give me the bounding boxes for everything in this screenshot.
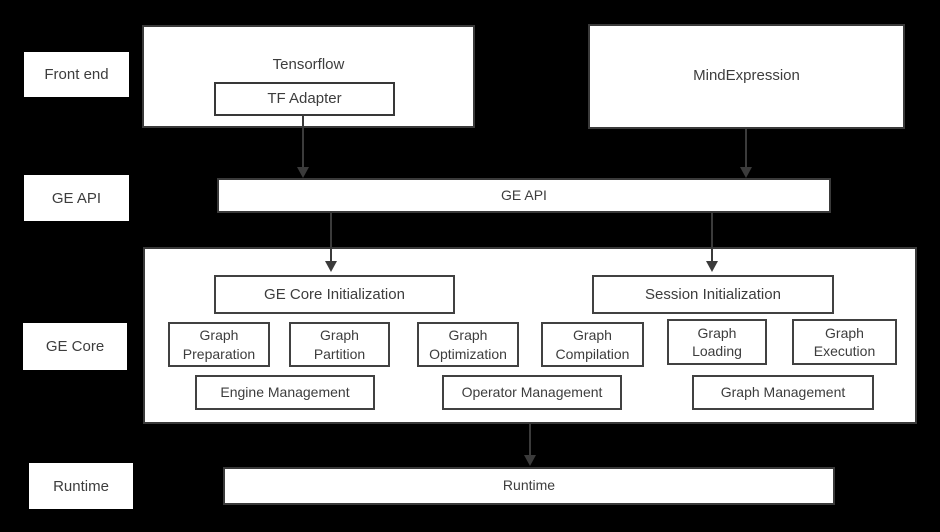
row-label-front-end: Front end [24,52,129,97]
graph-optimization-box: Graph Optimization [417,322,519,367]
ge-core-container: GE Core Initialization Session Initializ… [143,247,917,424]
row-label-runtime: Runtime [29,463,133,509]
arrow-gecore-to-runtime-head [524,455,536,466]
graph-execution-box: Graph Execution [792,319,897,365]
graph-management-box: Graph Management [692,375,874,410]
mindexpression-box: MindExpression [588,24,905,129]
arrow-geapi-to-gecore-init-head [325,261,337,272]
ge-api-bar: GE API [217,178,831,213]
engine-management-box: Engine Management [195,375,375,410]
graph-preparation-box: Graph Preparation [168,322,270,367]
graph-loading-box: Graph Loading [667,319,767,365]
operator-management-box: Operator Management [442,375,622,410]
arrow-geapi-to-gecore-init [330,213,332,261]
arrow-mindexpression-to-geapi-head [740,167,752,178]
arrow-geapi-to-session-init [711,213,713,261]
arrow-tfadapter-to-geapi [302,114,304,167]
graph-partition-box: Graph Partition [289,322,390,367]
tensorflow-box: Tensorflow TF Adapter [142,25,475,128]
tf-adapter-box: TF Adapter [214,82,395,116]
arrow-geapi-to-session-init-head [706,261,718,272]
row-label-ge-api: GE API [24,175,129,221]
arrow-tfadapter-to-geapi-head [297,167,309,178]
graph-compilation-box: Graph Compilation [541,322,644,367]
arrow-mindexpression-to-geapi [745,129,747,167]
ge-core-initialization-box: GE Core Initialization [214,275,455,314]
tensorflow-label: Tensorflow [272,56,345,73]
session-initialization-box: Session Initialization [592,275,834,314]
row-label-ge-core: GE Core [23,323,127,370]
arrow-gecore-to-runtime [529,424,531,455]
runtime-bar: Runtime [223,467,835,505]
